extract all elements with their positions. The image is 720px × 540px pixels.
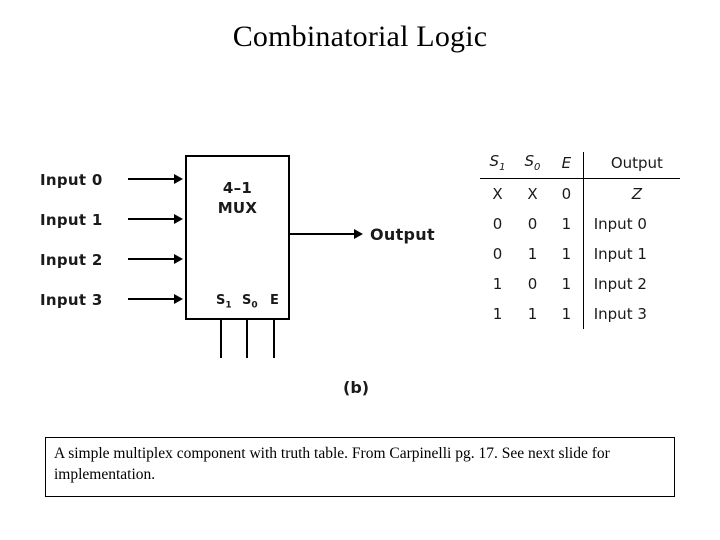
cell-s0: X	[527, 185, 538, 203]
cell-s0: 1	[527, 305, 538, 323]
cell-output: Input 3	[593, 305, 647, 323]
cell-e: 0	[549, 178, 584, 209]
input-0-arrow-line	[128, 178, 176, 180]
table-row: 0 0 1 Input 0	[480, 209, 680, 239]
select-e-label: E	[270, 293, 279, 308]
input-3-arrow-line	[128, 298, 176, 300]
output-arrow-head	[354, 229, 363, 239]
header-output: Output	[583, 152, 680, 179]
select-s0-label: S0	[242, 293, 258, 311]
input-3-label: Input 3	[40, 291, 103, 309]
table-row: X X 0 Z	[480, 178, 680, 209]
input-1-label: Input 1	[40, 211, 103, 229]
cell-output: Input 2	[593, 275, 647, 293]
mux-diagram: Input 0 0 Input 1 1 Input 2 2 Input 3 3 …	[30, 145, 450, 410]
input-0-arrow-head	[174, 174, 183, 184]
cell-s1: 1	[492, 275, 503, 293]
cell-output: Input 1	[593, 245, 647, 263]
header-e: E	[549, 152, 584, 179]
mux-block-label-line1: 4–1	[222, 179, 253, 197]
cell-s1: 1	[492, 305, 503, 323]
output-label: Output	[370, 225, 435, 244]
cell-e: 1	[549, 299, 584, 329]
cell-s1: X	[492, 185, 503, 203]
select-s0-stem	[246, 320, 248, 358]
input-2-arrow-line	[128, 258, 176, 260]
truth-table: S1 S0 E Output X X 0 Z 0 0 1 Input 0	[480, 152, 680, 329]
select-s1-label: S1	[216, 293, 232, 311]
select-s1-stem	[220, 320, 222, 358]
cell-s0: 0	[527, 215, 538, 233]
cell-e: 1	[549, 239, 584, 269]
figure-subcaption: (b)	[343, 378, 370, 397]
cell-e: 1	[549, 209, 584, 239]
truth-table-grid: S1 S0 E Output X X 0 Z 0 0 1 Input 0	[480, 152, 680, 329]
cell-s0: 1	[527, 245, 538, 263]
mux-block-label-line2: MUX	[217, 199, 258, 217]
input-2-label: Input 2	[40, 251, 103, 269]
output-arrow-line	[290, 233, 356, 235]
header-s0: S0	[514, 152, 550, 179]
cell-s1: 0	[492, 215, 503, 233]
table-header-row: S1 S0 E Output	[480, 152, 680, 179]
input-3-arrow-head	[174, 294, 183, 304]
table-row: 1 0 1 Input 2	[480, 269, 680, 299]
note-text: A simple multiplex component with truth …	[54, 445, 610, 483]
cell-s1: 0	[492, 245, 503, 263]
table-row: 0 1 1 Input 1	[480, 239, 680, 269]
note-box: A simple multiplex component with truth …	[45, 437, 675, 497]
cell-output: Input 0	[593, 215, 647, 233]
cell-e: 1	[549, 269, 584, 299]
input-1-arrow-line	[128, 218, 176, 220]
input-0-label: Input 0	[40, 171, 103, 189]
mux-block: 4–1 MUX	[185, 155, 290, 320]
cell-s0: 0	[527, 275, 538, 293]
header-s1: S1	[480, 152, 515, 179]
table-row: 1 1 1 Input 3	[480, 299, 680, 329]
page-title: Combinatorial Logic	[232, 20, 488, 53]
select-e-stem	[273, 320, 275, 358]
input-2-arrow-head	[174, 254, 183, 264]
input-1-arrow-head	[174, 214, 183, 224]
cell-output: Z	[631, 185, 642, 203]
